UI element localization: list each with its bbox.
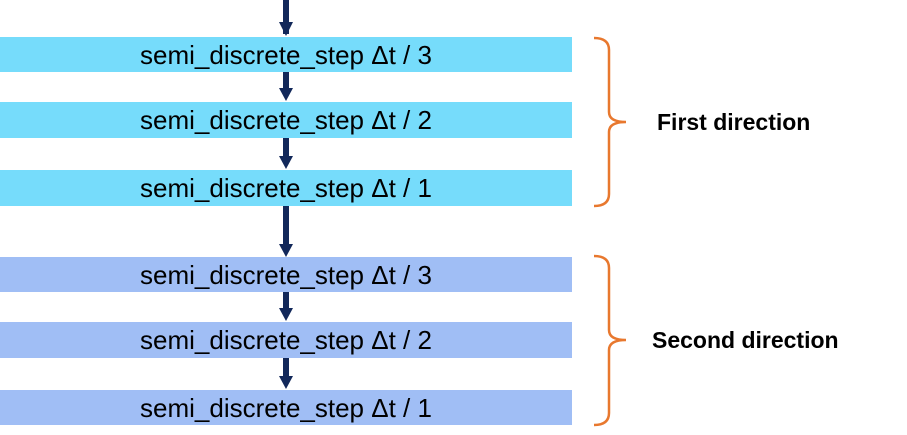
step-box — [0, 322, 572, 358]
flow-arrowhead-5 — [279, 376, 293, 389]
flow-arrowhead-1 — [279, 88, 293, 101]
flow-arrows — [279, 0, 293, 389]
flow-arrowhead-2 — [279, 156, 293, 169]
step-label: semi_discrete_step Δt / 2 — [140, 325, 432, 355]
flow-arrowhead-4 — [279, 308, 293, 321]
flow-arrowhead-3 — [279, 244, 293, 257]
step-label: semi_discrete_step Δt / 3 — [140, 40, 432, 70]
step-box — [0, 257, 572, 292]
step-box — [0, 102, 572, 138]
step-box — [0, 170, 572, 206]
curly-brace — [593, 254, 627, 427]
step-label: semi_discrete_step Δt / 1 — [140, 393, 432, 423]
curly-brace — [593, 36, 627, 208]
second-direction-group: semi_discrete_step Δt / 3 semi_discrete_… — [0, 254, 839, 427]
step-label: semi_discrete_step Δt / 3 — [140, 260, 432, 290]
step-box — [0, 37, 572, 72]
flow-arrowhead-top — [279, 22, 293, 36]
group-label: First direction — [657, 109, 810, 135]
step-box — [0, 390, 572, 425]
step-label: semi_discrete_step Δt / 1 — [140, 173, 432, 203]
step-label: semi_discrete_step Δt / 2 — [140, 105, 432, 135]
group-label: Second direction — [652, 327, 839, 353]
first-direction-group: semi_discrete_step Δt / 3 semi_discrete_… — [0, 36, 810, 208]
